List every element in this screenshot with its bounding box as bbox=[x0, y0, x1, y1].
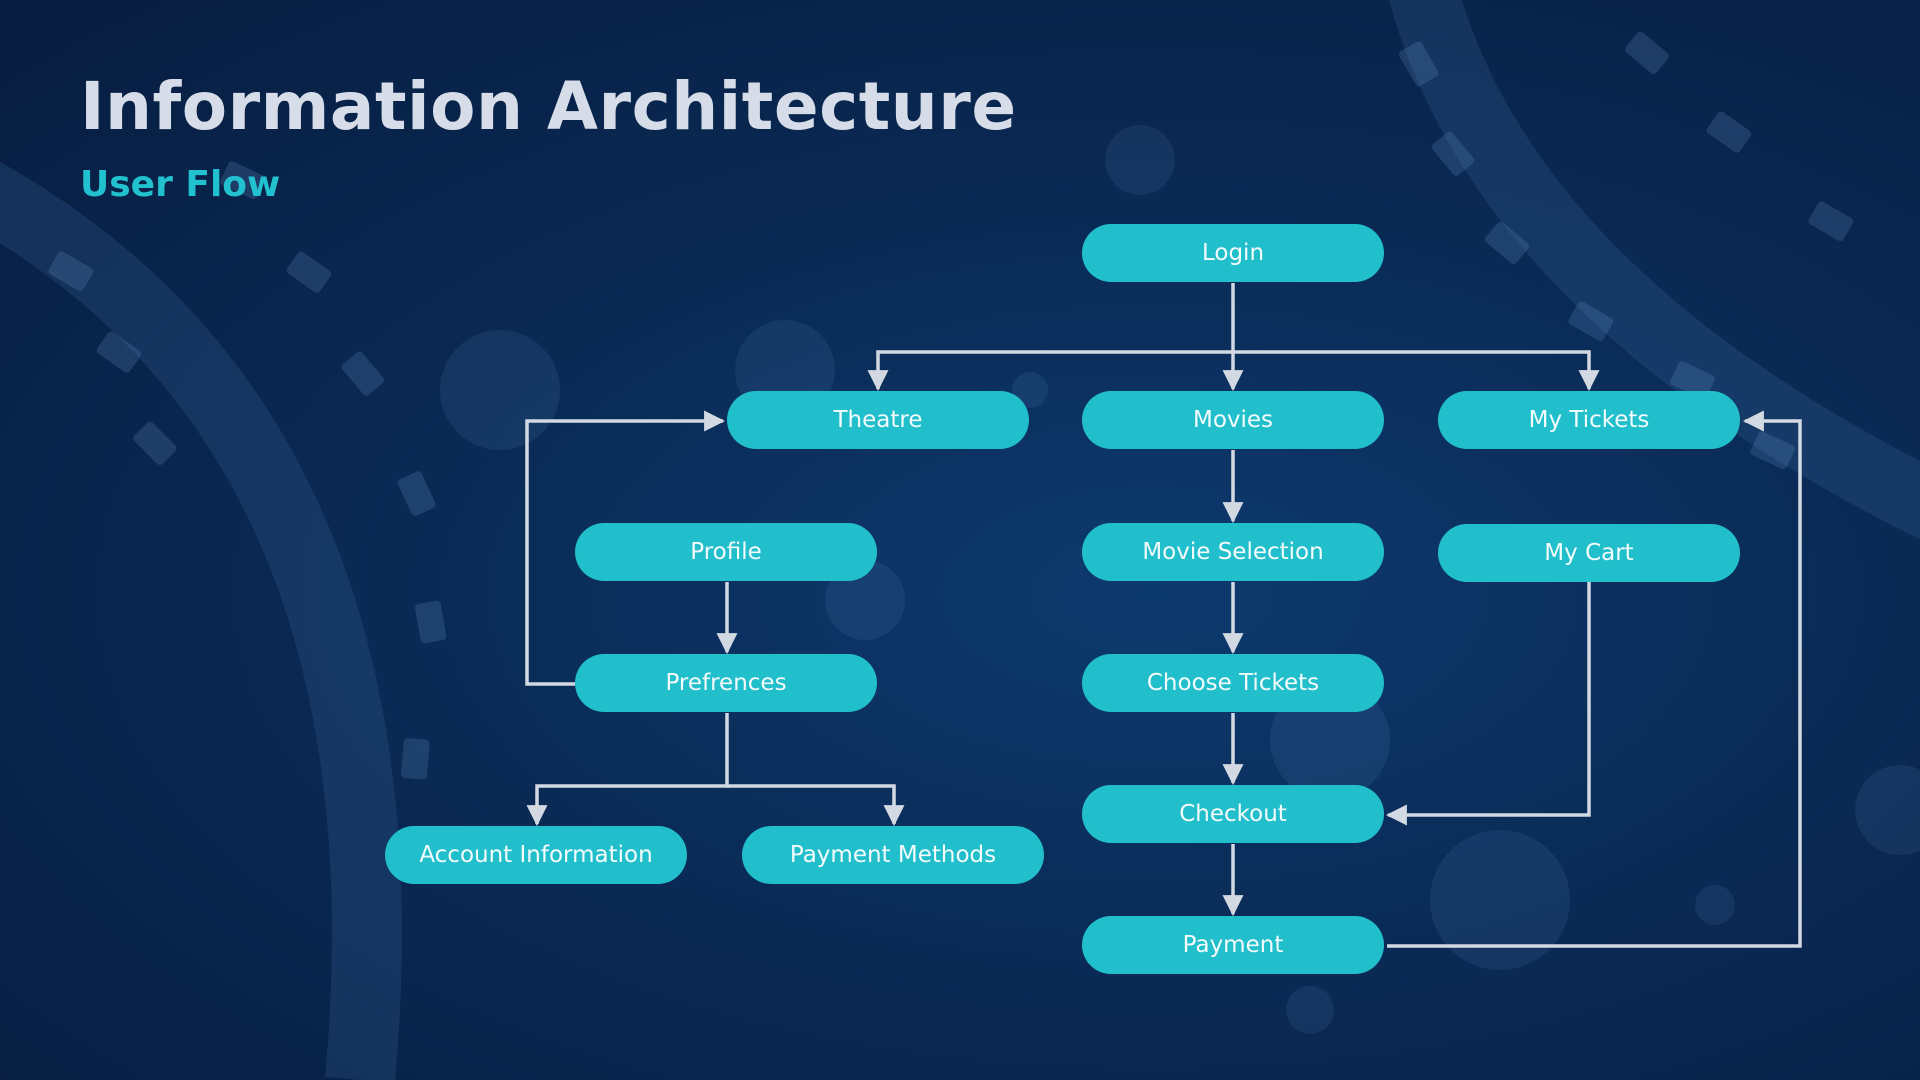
node-profile[interactable]: Profile bbox=[575, 523, 877, 581]
node-payment[interactable]: Payment bbox=[1082, 916, 1384, 974]
node-login[interactable]: Login bbox=[1082, 224, 1384, 282]
node-preferences-label: Prefrences bbox=[665, 670, 787, 696]
page-title: Information Architecture bbox=[80, 68, 1017, 145]
node-checkout[interactable]: Checkout bbox=[1082, 785, 1384, 843]
edge-login-my-tickets bbox=[1233, 350, 1600, 392]
edge-my-cart-checkout bbox=[1385, 582, 1591, 826]
node-login-label: Login bbox=[1201, 240, 1265, 266]
edge-preferences-account-information bbox=[526, 713, 729, 827]
node-movies[interactable]: Movies bbox=[1082, 391, 1384, 449]
edge-login-theatre bbox=[867, 350, 1233, 392]
node-my-cart[interactable]: My Cart bbox=[1438, 524, 1740, 582]
node-movie-selection-label: Movie Selection bbox=[1142, 539, 1324, 565]
edge-payment-my-tickets bbox=[1387, 410, 1802, 948]
node-profile-label: Profile bbox=[690, 539, 762, 565]
node-payment-methods-label: Payment Methods bbox=[789, 842, 997, 868]
node-account-information[interactable]: Account Information bbox=[385, 826, 687, 884]
edge-preferences-payment-methods bbox=[727, 784, 905, 827]
node-choose-tickets-label: Choose Tickets bbox=[1146, 670, 1320, 696]
node-theatre[interactable]: Theatre bbox=[727, 391, 1029, 449]
page-subtitle: User Flow bbox=[80, 164, 281, 205]
node-choose-tickets[interactable]: Choose Tickets bbox=[1082, 654, 1384, 712]
node-theatre-label: Theatre bbox=[833, 407, 923, 433]
node-preferences[interactable]: Prefrences bbox=[575, 654, 877, 712]
node-checkout-label: Checkout bbox=[1179, 801, 1287, 827]
node-my-tickets[interactable]: My Tickets bbox=[1438, 391, 1740, 449]
node-payment-methods[interactable]: Payment Methods bbox=[742, 826, 1044, 884]
node-movies-label: Movies bbox=[1192, 407, 1274, 433]
node-account-information-label: Account Information bbox=[419, 842, 653, 868]
edge-preferences-theatre bbox=[525, 410, 726, 686]
node-my-cart-label: My Cart bbox=[1544, 540, 1634, 566]
node-payment-label: Payment bbox=[1182, 932, 1284, 958]
node-my-tickets-label: My Tickets bbox=[1528, 407, 1650, 433]
node-movie-selection[interactable]: Movie Selection bbox=[1082, 523, 1384, 581]
